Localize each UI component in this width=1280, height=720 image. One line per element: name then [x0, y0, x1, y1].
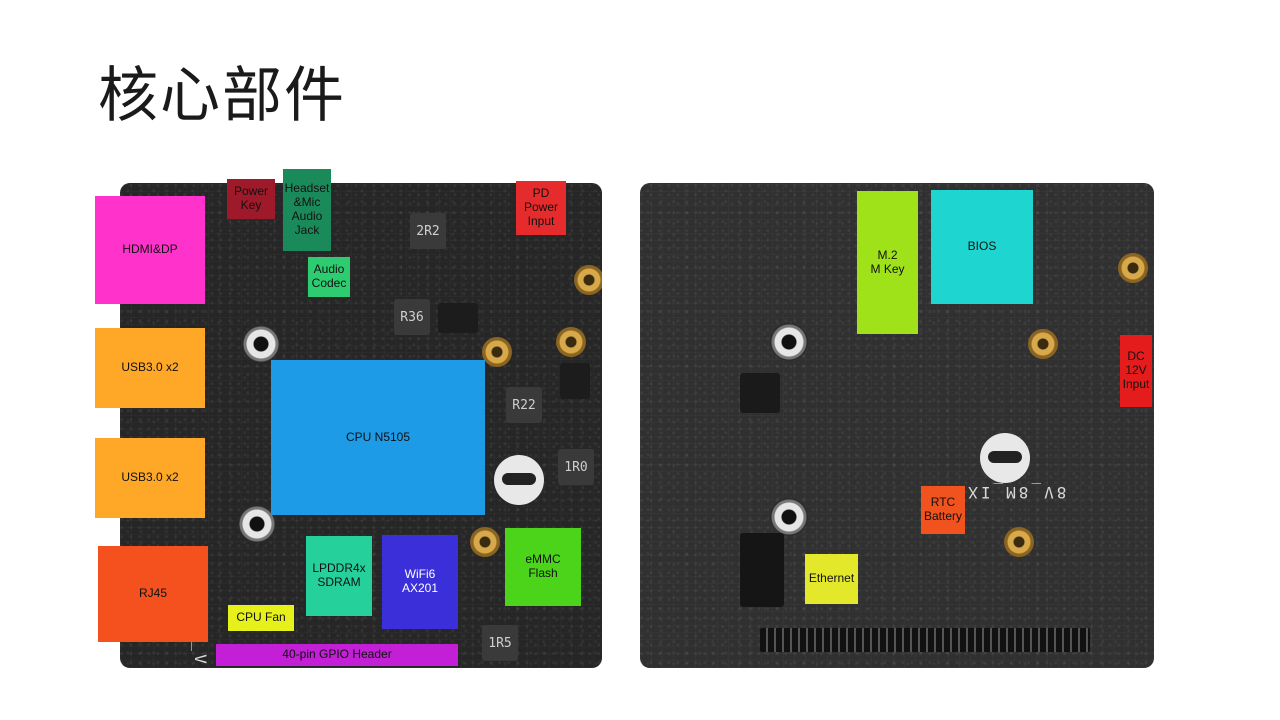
mounting-hole [242, 325, 280, 363]
label-ethernet: Ethernet [805, 554, 858, 604]
brass-standoff [1118, 253, 1148, 283]
brass-standoff [574, 265, 602, 295]
label-gpio-header: 40-pin GPIO Header [216, 644, 458, 666]
label-pd-power-input: PD Power Input [516, 181, 566, 235]
label-wifi6: WiFi6 AX201 [382, 535, 458, 629]
label-bios: BIOS [931, 190, 1033, 304]
brass-standoff [470, 527, 500, 557]
ninja-logo-icon [980, 433, 1030, 483]
label-rj45: RJ45 [98, 546, 208, 642]
brass-standoff [556, 327, 586, 357]
label-emmc-flash: eMMC Flash [505, 528, 581, 606]
gpio-pin-row [760, 628, 1090, 652]
ic-chip [560, 363, 590, 399]
label-cpu: CPU N5105 [271, 360, 485, 515]
label-headset-jack: Headset &Mic Audio Jack [283, 169, 331, 251]
brass-standoff [1028, 329, 1058, 359]
label-dc-12v-input: DC 12V Input [1120, 335, 1152, 407]
mounting-hole [770, 323, 808, 361]
inductor-1r0: 1R0 [558, 449, 594, 485]
label-m2-m-key: M.2 M Key [857, 191, 918, 334]
label-power-key: Power Key [227, 179, 275, 219]
label-usb3-top: USB3.0 x2 [95, 328, 205, 408]
label-audio-codec: Audio Codec [308, 257, 350, 297]
ic-chip [740, 533, 784, 607]
ic-chip [438, 303, 478, 333]
inductor-r22: R22 [506, 387, 542, 423]
label-hdmi-dp: HDMI&DP [95, 196, 205, 304]
ic-chip [740, 373, 780, 413]
inductor-r36: R36 [394, 299, 430, 335]
inductor-2r2: 2R2 [410, 213, 446, 249]
label-usb3-bottom: USB3.0 x2 [95, 438, 205, 518]
label-cpu-fan: CPU Fan [228, 605, 294, 631]
brass-standoff [1004, 527, 1034, 557]
brass-standoff [482, 337, 512, 367]
label-rtc-battery: RTC Battery [921, 486, 965, 534]
ninja-logo-icon [494, 455, 544, 505]
mounting-hole [770, 498, 808, 536]
inductor-1r5: 1R5 [482, 625, 518, 661]
label-lpddr4x-sdram: LPDDR4x SDRAM [306, 536, 372, 616]
slide-title: 核心部件 [98, 66, 346, 126]
